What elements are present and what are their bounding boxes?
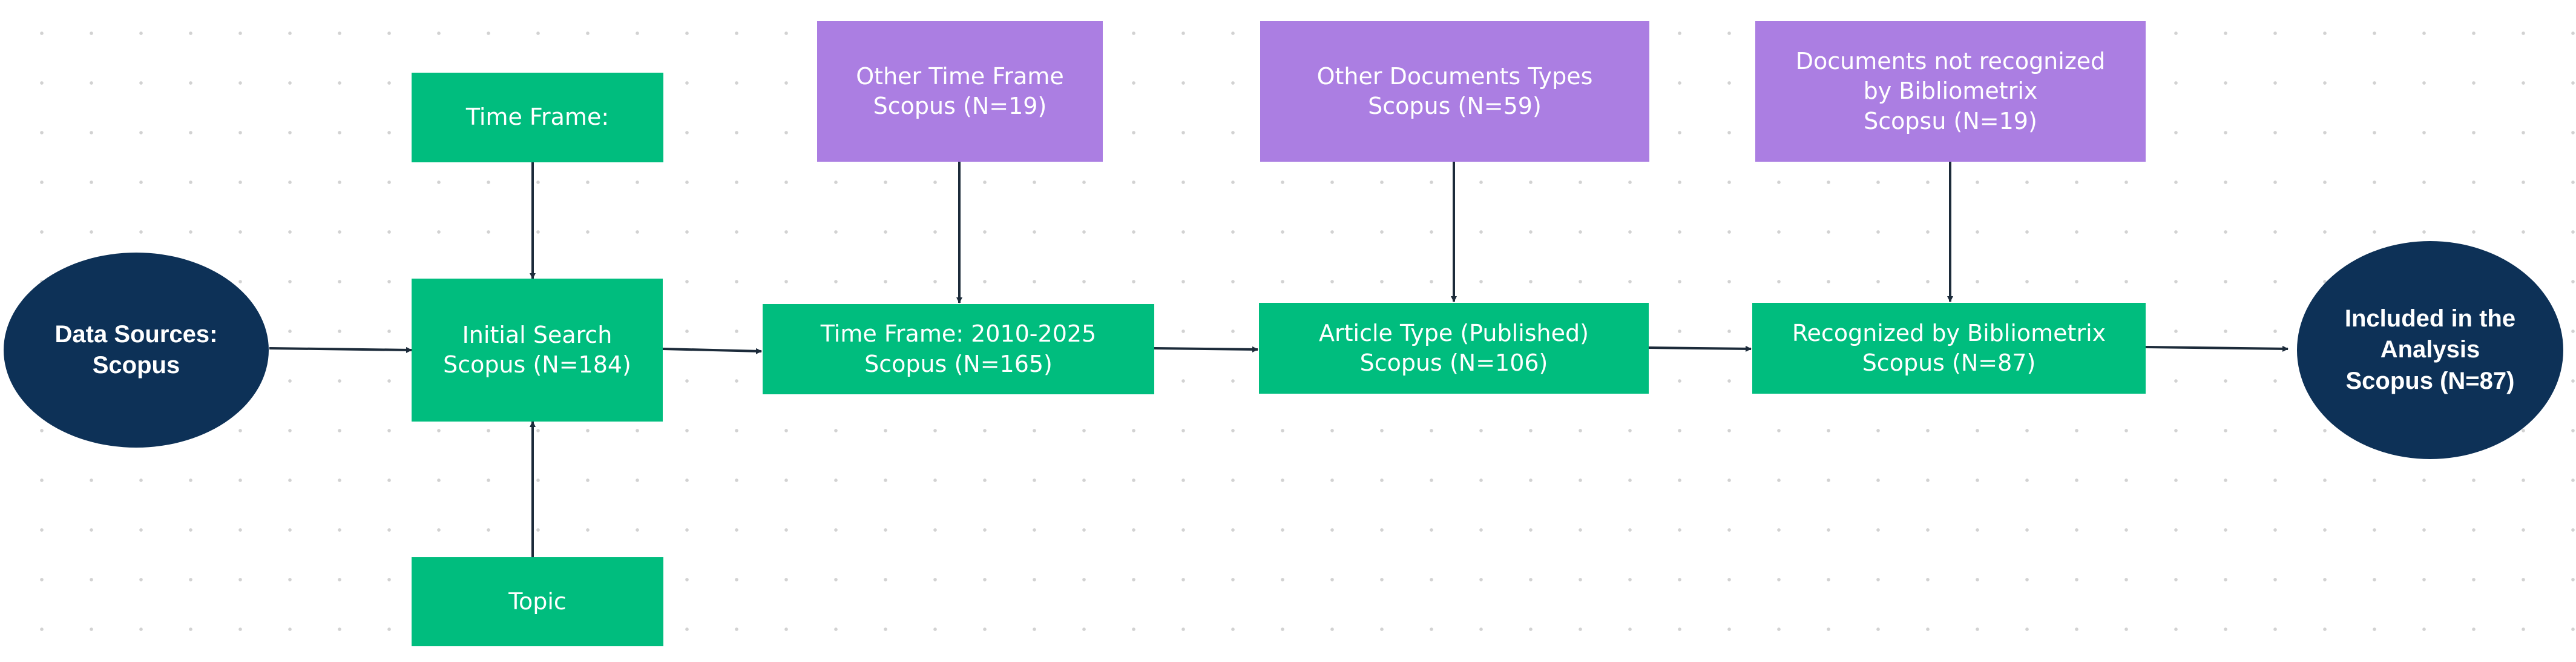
initial-search-label: Initial Search Scopus (N=184) [443, 321, 631, 378]
time-frame-input-box: Time Frame: [412, 73, 663, 162]
time-frame-filter-box: Time Frame: 2010-2025 Scopus (N=165) [763, 304, 1154, 394]
article-type-filter-label: Article Type (Published) Scopus (N=106) [1319, 319, 1589, 376]
bibliometrix-filter-box: Recognized by Bibliometrix Scopus (N=87) [1752, 303, 2146, 394]
topic-input-label: Topic [508, 588, 567, 615]
initial-search-box: Initial Search Scopus (N=184) [412, 279, 663, 422]
arrow-bibliometrix-to-result [2145, 345, 2288, 352]
excluded-time-frame-label: Other Time Frame Scopus (N=19) [856, 62, 1064, 119]
time-frame-input-label: Time Frame: [465, 104, 610, 131]
data-sources-label: Data Sources: Scopus [54, 320, 218, 379]
arrow-initial-search-to-time-frame-filter [662, 348, 762, 354]
topic-input-box: Topic [412, 557, 663, 646]
data-sources-oval: Data Sources: Scopus [4, 253, 269, 448]
excluded-document-types-label: Other Documents Types Scopus (N=59) [1316, 62, 1593, 119]
excluded-time-frame-box: Other Time Frame Scopus (N=19) [817, 21, 1103, 162]
arrow-source-to-initial-search [269, 346, 412, 353]
arrow-time-frame-filter-to-article-type [1154, 346, 1258, 353]
excluded-not-recognized-box: Documents not recognized by Bibliometrix… [1755, 21, 2146, 162]
included-in-analysis-oval: Included in the Analysis Scopus (N=87) [2297, 241, 2563, 459]
time-frame-filter-label: Time Frame: 2010-2025 Scopus (N=165) [820, 320, 1097, 377]
article-type-filter-box: Article Type (Published) Scopus (N=106) [1259, 303, 1649, 394]
bibliometrix-filter-label: Recognized by Bibliometrix Scopus (N=87) [1792, 319, 2106, 376]
excluded-document-types-box: Other Documents Types Scopus (N=59) [1260, 21, 1649, 162]
arrow-article-type-to-bibliometrix [1648, 345, 1752, 352]
included-in-analysis-label: Included in the Analysis Scopus (N=87) [2344, 305, 2516, 394]
excluded-not-recognized-label: Documents not recognized by Bibliometrix… [1795, 47, 2106, 134]
